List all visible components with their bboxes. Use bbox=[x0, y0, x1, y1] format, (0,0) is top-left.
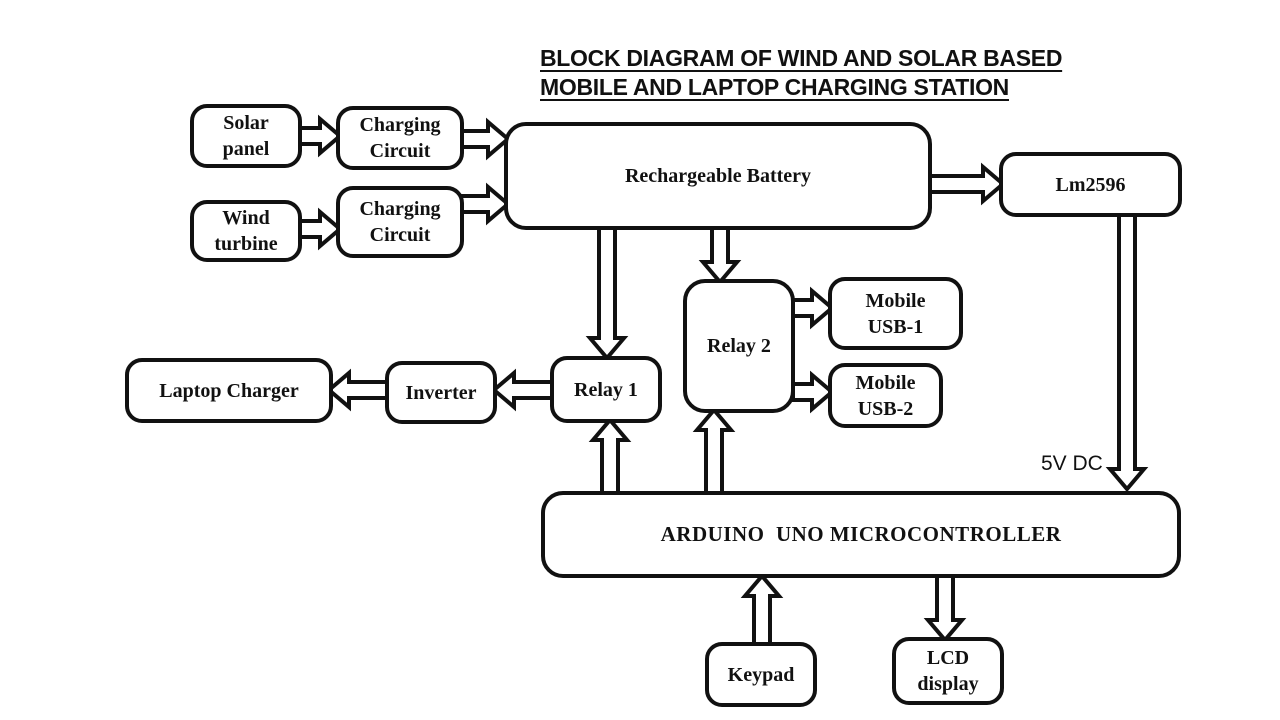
block-lcd-display-label: LCD display bbox=[917, 647, 979, 695]
title-line-2: MOBILE AND LAPTOP CHARGING STATION bbox=[540, 74, 1009, 100]
block-relay-1-label: Relay 1 bbox=[574, 378, 638, 401]
block-lm2596: Lm2596 bbox=[999, 152, 1182, 217]
block-inverter-label: Inverter bbox=[405, 381, 477, 404]
block-laptop-charger: Laptop Charger bbox=[125, 358, 333, 423]
block-relay-1: Relay 1 bbox=[550, 356, 662, 423]
block-wind-turbine: Wind turbine bbox=[190, 200, 302, 262]
arrow-battery-to-relay2-icon bbox=[698, 225, 742, 286]
arrow-relay2-to-usb2-icon bbox=[791, 370, 836, 414]
arrow-charging1-to-battery-icon bbox=[458, 117, 512, 161]
block-wind-turbine-label: Wind turbine bbox=[214, 207, 278, 255]
title-line-1: BLOCK DIAGRAM OF WIND AND SOLAR BASED bbox=[540, 45, 1063, 71]
block-arduino-label: ARDUINO UNO MICROCONTROLLER bbox=[660, 521, 1062, 546]
arrow-arduino-to-relay2-icon bbox=[692, 406, 736, 496]
arrow-relay2-to-usb1-icon bbox=[791, 286, 836, 330]
arrow-arduino-to-relay1-icon bbox=[588, 416, 632, 496]
arrow-keypad-to-arduino-icon bbox=[740, 572, 784, 647]
arrow-arduino-to-lcd-icon bbox=[923, 574, 967, 644]
arrow-lm2596-to-arduino-icon bbox=[1105, 212, 1149, 493]
diagram-title: BLOCK DIAGRAM OF WIND AND SOLAR BASED MO… bbox=[540, 44, 1062, 102]
block-lcd-display: LCD display bbox=[892, 637, 1004, 705]
block-rechargeable-battery-label: Rechargeable Battery bbox=[624, 165, 812, 187]
block-laptop-charger-label: Laptop Charger bbox=[159, 379, 299, 402]
block-mobile-usb-1-label: Mobile USB-1 bbox=[865, 289, 926, 338]
block-rechargeable-battery: Rechargeable Battery bbox=[504, 122, 932, 230]
arrow-wind-to-charging2-icon bbox=[296, 207, 344, 251]
block-mobile-usb-2: Mobile USB-2 bbox=[828, 363, 943, 428]
arrow-relay1-to-inverter-icon bbox=[490, 368, 556, 412]
block-relay-2-label: Relay 2 bbox=[707, 335, 771, 357]
block-inverter: Inverter bbox=[385, 361, 497, 424]
block-mobile-usb-1: Mobile USB-1 bbox=[828, 277, 963, 350]
arrow-solar-to-charging1-icon bbox=[296, 114, 344, 158]
block-arduino-uno-microcontroller: ARDUINO UNO MICROCONTROLLER bbox=[541, 491, 1181, 578]
voltage-label: 5V DC bbox=[1041, 452, 1103, 475]
arrow-inverter-to-laptop-icon bbox=[325, 368, 391, 412]
block-charging-circuit-2: Charging Circuit bbox=[336, 186, 464, 258]
block-relay-2: Relay 2 bbox=[683, 279, 795, 413]
block-charging-circuit-2-label: Charging Circuit bbox=[359, 198, 441, 246]
block-charging-circuit-1: Charging Circuit bbox=[336, 106, 464, 170]
arrow-charging2-to-battery-icon bbox=[458, 182, 512, 226]
arrow-battery-to-lm2596-icon bbox=[926, 162, 1007, 206]
block-charging-circuit-1-label: Charging Circuit bbox=[359, 114, 441, 162]
block-lm2596-label: Lm2596 bbox=[1055, 173, 1126, 196]
block-keypad: Keypad bbox=[705, 642, 817, 707]
block-solar-panel-label: Solar panel bbox=[222, 112, 270, 160]
block-mobile-usb-2-label: Mobile USB-2 bbox=[855, 371, 916, 420]
arrow-battery-to-relay1-icon bbox=[585, 225, 629, 362]
block-solar-panel: Solar panel bbox=[190, 104, 302, 168]
block-keypad-label: Keypad bbox=[727, 663, 795, 686]
